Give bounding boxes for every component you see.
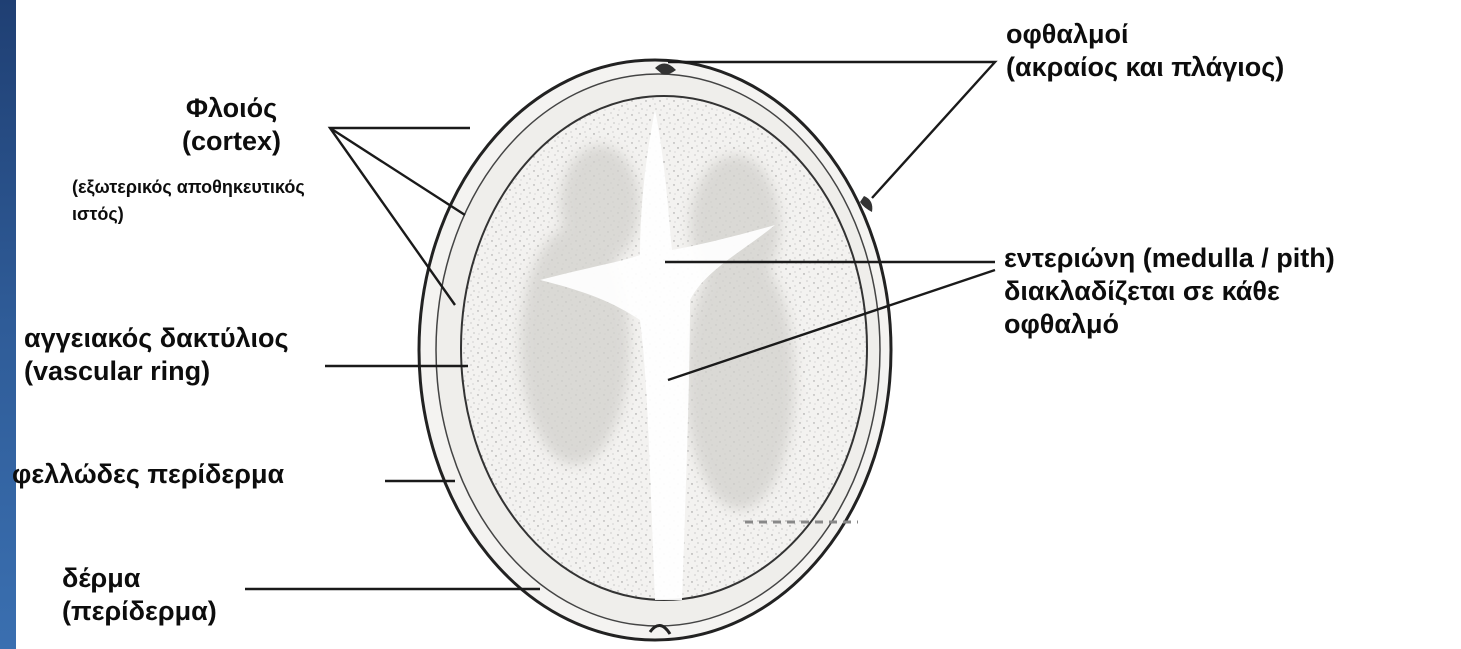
label-cork-periderm-line1: φελλώδες περίδερμα bbox=[12, 458, 284, 491]
label-eyes: οφθαλμοί (ακραίος και πλάγιος) bbox=[1006, 18, 1284, 84]
label-skin-line2: (περίδερμα) bbox=[62, 595, 217, 628]
label-pith-line3: οφθαλμό bbox=[1004, 308, 1335, 341]
label-cortex-line1: Φλοιός bbox=[182, 92, 281, 125]
label-cortex-note-line2: ιστός) bbox=[72, 201, 305, 228]
label-pith-line1: εντεριώνη (medulla / pith) bbox=[1004, 242, 1335, 275]
leader-cortex-2 bbox=[330, 128, 465, 215]
label-cortex-line2: (cortex) bbox=[182, 125, 281, 158]
label-vascular-ring-line1: αγγειακός δακτύλιος bbox=[24, 322, 289, 355]
label-vascular-ring: αγγειακός δακτύλιος (vascular ring) bbox=[24, 322, 289, 388]
label-cortex-note-line1: (εξωτερικός αποθηκευτικός bbox=[72, 174, 305, 201]
label-cortex-note: (εξωτερικός αποθηκευτικός ιστός) bbox=[72, 174, 305, 228]
label-eyes-line1: οφθαλμοί bbox=[1006, 18, 1284, 51]
label-skin-line1: δέρμα bbox=[62, 562, 217, 595]
label-pith: εντεριώνη (medulla / pith) διακλαδίζεται… bbox=[1004, 242, 1335, 341]
label-eyes-line2: (ακραίος και πλάγιος) bbox=[1006, 51, 1284, 84]
label-cork-periderm: φελλώδες περίδερμα bbox=[12, 458, 284, 491]
label-pith-line2: διακλαδίζεται σε κάθε bbox=[1004, 275, 1335, 308]
label-cortex: Φλοιός (cortex) bbox=[182, 92, 281, 158]
label-vascular-ring-line2: (vascular ring) bbox=[24, 355, 289, 388]
label-skin: δέρμα (περίδερμα) bbox=[62, 562, 217, 628]
